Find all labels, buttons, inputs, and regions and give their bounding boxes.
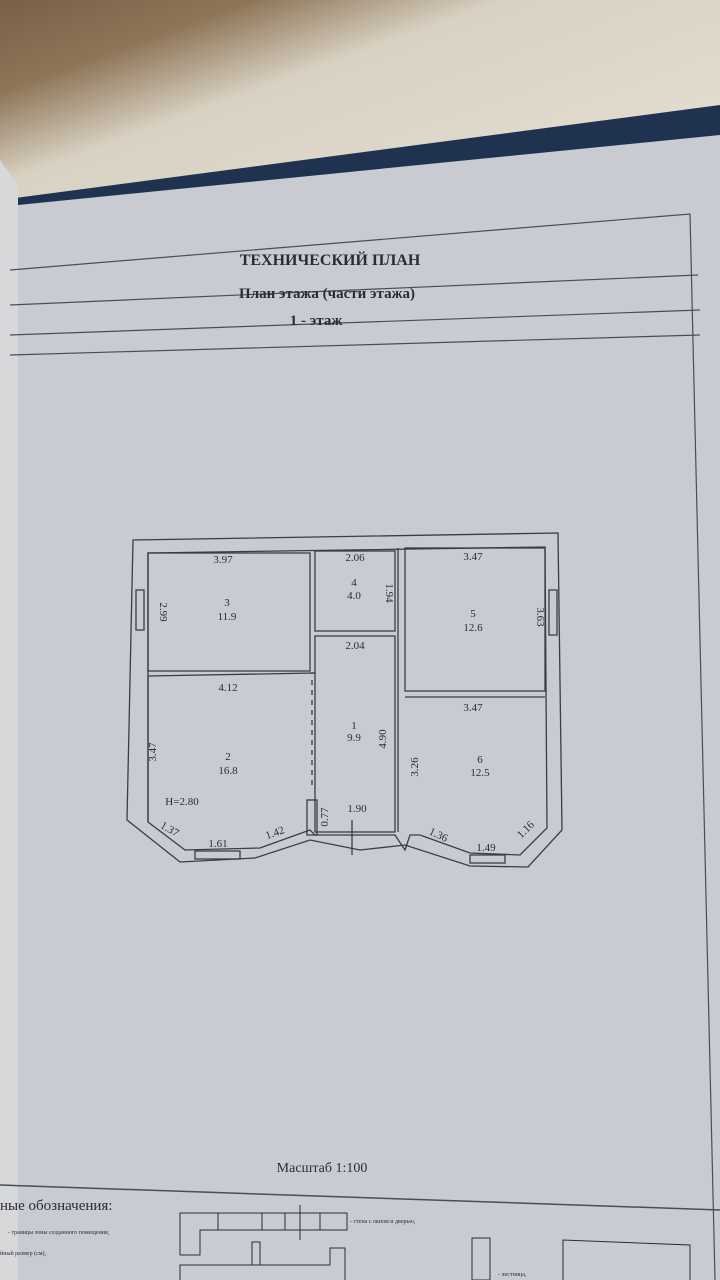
outer-wall: [126, 532, 563, 868]
dim-label: 4.12: [218, 682, 237, 694]
room-number: 1: [351, 720, 357, 732]
dim-label: 3.97: [213, 554, 233, 566]
room-4-outline: [314, 550, 396, 632]
floor-plan: [126, 532, 563, 868]
window: [469, 854, 506, 864]
room-area: 11.9: [218, 611, 237, 623]
doc-subtitle: План этажа (части этажа): [239, 286, 415, 302]
dim-label: 1.49: [476, 842, 496, 854]
dim-label: 3.26: [409, 757, 421, 777]
legend-symbols: [179, 1205, 691, 1280]
room-area: 9.9: [347, 732, 361, 744]
door-stub: [306, 799, 318, 836]
room-1-outline: [314, 635, 396, 833]
inner-wall: [147, 546, 548, 856]
dim-label: 1.61: [208, 838, 227, 850]
dim-label: 3.47: [147, 742, 159, 762]
page-edge: [0, 160, 18, 1280]
legend-item: - границы зоны созданного помещения,: [8, 1230, 110, 1236]
window: [548, 589, 558, 636]
scale-label: Масштаб 1:100: [277, 1161, 368, 1176]
room-number: 5: [470, 608, 476, 620]
ceiling-height: H=2.80: [165, 796, 199, 808]
dim-label: 1.90: [347, 803, 367, 815]
room-number: 4: [351, 577, 357, 589]
dim-label: 2.06: [345, 552, 365, 564]
room-number: 3: [224, 597, 230, 609]
dim-label: 2.99: [157, 602, 169, 622]
footer-divider: [0, 1184, 720, 1211]
legend-item: - стена с окном и дверью,: [350, 1219, 416, 1225]
room-labels: 3 11.9 4 4.0 1 9.9 2 16.8 5 12.6 6 12.5: [218, 577, 491, 779]
room-area: 12.6: [463, 622, 483, 634]
legend-title: ные обозначения:: [0, 1198, 112, 1214]
room-5-outline: [404, 547, 546, 692]
room-number: 2: [225, 751, 231, 763]
dim-label: 2.04: [345, 640, 365, 652]
floor-label: 1 - этаж: [290, 313, 343, 329]
legend-item: - лестница,: [498, 1272, 527, 1278]
paper: [0, 135, 720, 1280]
legend-item: йный размер (см),: [0, 1250, 47, 1257]
dim-label: 0.77: [319, 807, 331, 827]
room-area: 16.8: [218, 765, 238, 777]
dim-label: 3.47: [463, 702, 483, 714]
window: [194, 850, 241, 860]
dim-label: 1.94: [383, 583, 395, 603]
dim-label: 4.90: [377, 729, 389, 749]
room-number: 6: [477, 754, 483, 766]
room-area: 12.5: [470, 767, 490, 779]
room-3-outline: [147, 552, 311, 672]
header-frame: [9, 213, 716, 1280]
dim-label: 3.47: [463, 551, 483, 563]
window: [135, 589, 145, 631]
dim-label: 3.63: [534, 607, 546, 627]
doc-title: ТЕХНИЧЕСКИЙ ПЛАН: [240, 250, 421, 269]
wall-2-3: [147, 672, 316, 677]
room-area: 4.0: [347, 590, 361, 602]
